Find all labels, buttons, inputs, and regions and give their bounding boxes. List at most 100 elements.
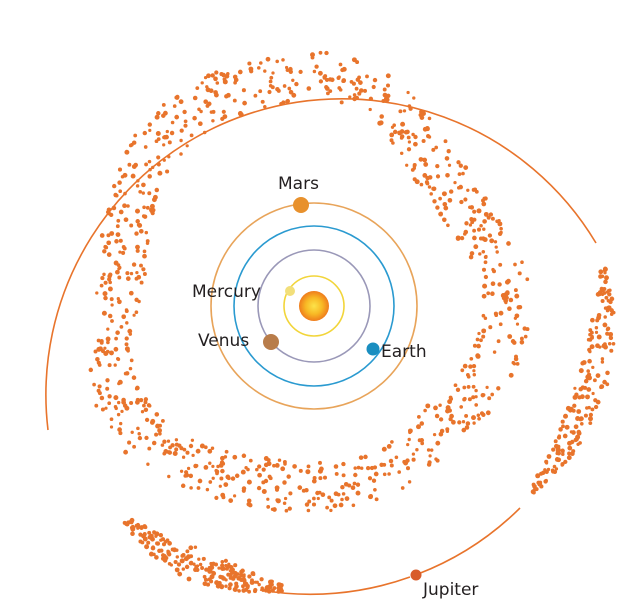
asteroid-dot xyxy=(472,421,476,425)
asteroid-dot xyxy=(490,281,496,287)
asteroid-dot xyxy=(318,50,323,55)
asteroid-dot xyxy=(359,466,364,470)
asteroid-dot xyxy=(602,342,607,347)
asteroid-dot xyxy=(602,322,608,328)
asteroid-dot xyxy=(461,427,467,433)
asteroid-dot xyxy=(576,442,580,447)
asteroid-dot xyxy=(483,260,488,265)
asteroid-dot xyxy=(106,252,112,257)
asteroid-dot xyxy=(420,441,425,446)
asteroid-dot xyxy=(218,463,224,468)
asteroid-dot xyxy=(487,233,493,238)
asteroid-dot xyxy=(599,384,605,389)
mercury-label: Mercury xyxy=(192,282,261,302)
asteroid-dot xyxy=(142,130,147,136)
asteroid-dot xyxy=(193,545,198,550)
asteroid-dot xyxy=(460,368,465,373)
asteroid-dot xyxy=(514,293,520,299)
asteroid-dot xyxy=(550,468,555,473)
asteroid-dot xyxy=(316,496,320,501)
asteroid-dot xyxy=(268,476,273,481)
asteroid-dot xyxy=(298,468,303,473)
asteroid-dot xyxy=(160,418,165,423)
asteroid-dot xyxy=(468,364,473,369)
asteroid-dot xyxy=(475,337,480,342)
asteroid-dot xyxy=(205,582,211,587)
asteroid-dot xyxy=(132,444,137,449)
asteroid-dot xyxy=(118,238,123,243)
asteroid-dot xyxy=(587,358,592,364)
asteroid-dot xyxy=(365,465,371,471)
asteroid-dot xyxy=(137,435,143,441)
asteroid-dot xyxy=(205,85,209,89)
asteroid-dot xyxy=(497,221,503,227)
asteroid-dot xyxy=(143,145,148,149)
asteroid-dot xyxy=(167,140,172,145)
asteroid-dot xyxy=(113,363,117,367)
asteroid-dot xyxy=(175,548,179,552)
asteroid-dot xyxy=(137,431,141,436)
asteroid-dot xyxy=(142,272,147,276)
asteroid-dot xyxy=(170,120,175,125)
mars-orbit xyxy=(210,202,418,410)
asteroid-dot xyxy=(449,189,454,194)
asteroid-dot xyxy=(185,450,190,455)
asteroid-dot xyxy=(519,340,525,345)
asteroid-dot xyxy=(595,292,601,297)
asteroid-dot xyxy=(447,163,452,167)
asteroid-dot xyxy=(415,448,419,452)
asteroid-dot xyxy=(117,299,122,305)
asteroid-dot xyxy=(595,318,600,323)
asteroid-dot xyxy=(600,299,605,303)
asteroid-dot xyxy=(495,250,499,254)
asteroid-dot xyxy=(189,133,194,138)
asteroid-dot xyxy=(463,197,468,202)
asteroid-dot xyxy=(129,271,134,276)
asteroid-dot xyxy=(379,114,384,119)
asteroid-dot xyxy=(472,372,477,377)
asteroid-dot xyxy=(499,230,503,235)
asteroid-dot xyxy=(240,568,245,574)
asteroid-dot xyxy=(593,404,599,410)
asteroid-dot xyxy=(213,76,218,82)
asteroid-dot xyxy=(211,561,216,566)
asteroid-dot xyxy=(160,537,166,542)
asteroid-dot xyxy=(506,278,511,284)
asteroid-dot xyxy=(211,109,216,114)
asteroid-dot xyxy=(181,567,186,571)
asteroid-dot xyxy=(410,167,415,172)
asteroid-dot xyxy=(288,89,294,95)
asteroid-dot xyxy=(288,491,293,496)
asteroid-dot xyxy=(162,451,167,456)
asteroid-dot xyxy=(405,129,410,135)
asteroid-dot xyxy=(402,109,407,113)
asteroid-dot xyxy=(332,503,338,509)
asteroid-dot xyxy=(570,439,575,445)
asteroid-dot xyxy=(214,92,219,98)
asteroid-dot xyxy=(158,533,164,538)
asteroid-dot xyxy=(97,384,102,389)
asteroid-dot xyxy=(192,562,196,566)
asteroid-dot xyxy=(447,197,453,203)
asteroid-dot xyxy=(233,563,238,568)
asteroid-dot xyxy=(579,421,584,426)
asteroid-dot xyxy=(472,228,477,233)
asteroid-dot xyxy=(438,431,444,437)
asteroid-dot xyxy=(603,315,607,319)
asteroid-dot xyxy=(219,584,224,590)
asteroid-dot xyxy=(195,464,199,468)
asteroid-dot xyxy=(113,346,119,352)
asteroid-dot xyxy=(116,218,121,223)
asteroid-dot xyxy=(136,526,140,530)
asteroid-dot xyxy=(606,305,612,311)
venus-label: Venus xyxy=(198,331,249,351)
asteroid-dot xyxy=(114,406,118,411)
asteroid-dot xyxy=(193,567,198,573)
asteroid-dot xyxy=(595,343,600,349)
asteroid-dot xyxy=(435,440,441,446)
asteroid-dot xyxy=(464,425,470,430)
asteroid-dot xyxy=(217,581,222,586)
asteroid-dot xyxy=(266,588,272,594)
asteroid-dot xyxy=(148,128,152,133)
asteroid-dot xyxy=(411,452,416,456)
